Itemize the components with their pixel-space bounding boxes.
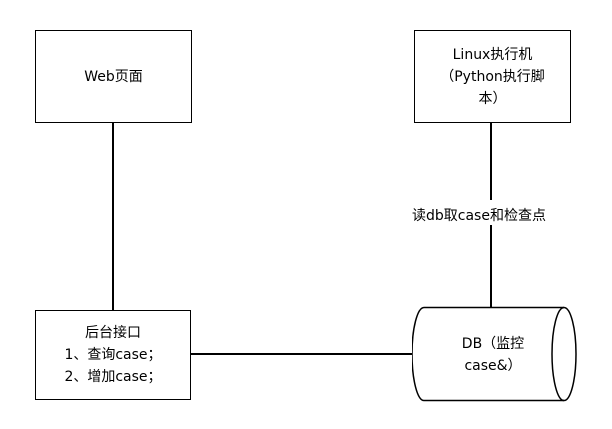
database-label-line1: DB（监控 xyxy=(461,336,525,352)
read-db-edge-label: 读db取case和检查点 xyxy=(412,208,546,224)
connector-linux-to-db-lower xyxy=(490,225,492,308)
database-node: DB（监控 case&） xyxy=(418,333,568,377)
linux-executor-label-line3: 本） xyxy=(478,90,507,107)
backend-api-item-add: 2、增加case； xyxy=(64,369,162,385)
connector-linux-to-db-upper xyxy=(490,123,492,200)
backend-api-node: 后台接口 1、查询case； 2、增加case； xyxy=(35,310,191,400)
backend-api-title: 后台接口 xyxy=(85,325,141,341)
connector-web-to-backend xyxy=(112,123,114,310)
database-cylinder-shape xyxy=(412,306,577,402)
linux-executor-label-line2: （Python执行脚 xyxy=(440,68,545,85)
linux-executor-label-line1: Linux执行机 xyxy=(452,46,533,63)
connector-backend-to-db xyxy=(191,353,415,355)
database-label-line2: case&） xyxy=(464,358,522,374)
backend-api-item-query: 1、查询case； xyxy=(64,347,162,363)
web-page-node: Web页面 xyxy=(35,30,192,123)
web-page-label: Web页面 xyxy=(84,68,143,85)
linux-executor-node: Linux执行机 （Python执行脚 本） xyxy=(414,30,571,123)
